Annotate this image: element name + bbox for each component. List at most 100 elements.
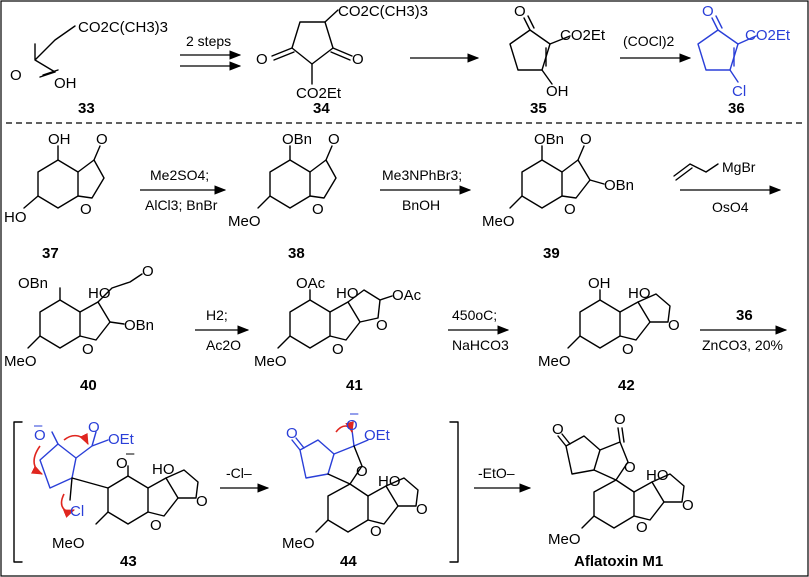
- label-lactone-oxygen: O: [356, 463, 368, 480]
- label-methoxy: MeO: [482, 213, 515, 230]
- label-ring-oxygen: O: [150, 517, 162, 534]
- label-ring-oxygen: O: [564, 201, 576, 218]
- compound-number: 37: [42, 245, 59, 262]
- label-ester: CO2C(CH3)3: [78, 19, 168, 36]
- label-chloro: Cl: [732, 83, 746, 100]
- compound-number: 33: [78, 100, 95, 117]
- label-benzyloxy-acetal: OBn: [124, 317, 154, 334]
- reagent-above: 450oC;: [452, 307, 497, 323]
- compound-number: 44: [340, 553, 357, 570]
- label-lactone-carbonyl: O: [614, 411, 626, 428]
- label-ring-oxygen: O: [82, 341, 94, 358]
- compound-number: 35: [530, 100, 547, 117]
- reaction-arrow-1: 2 steps: [180, 33, 242, 71]
- label-furan-oxygen: O: [196, 493, 208, 510]
- reagent-above: 36: [736, 307, 753, 324]
- label-ethoxy: OEt: [108, 431, 135, 448]
- label-ketone: O: [702, 3, 714, 20]
- bracket-right: [449, 421, 459, 563]
- label-oxygen-right: O: [352, 51, 364, 68]
- label-furan-oxygen: O: [376, 317, 388, 334]
- compound-44: O O OEt O HO MeO O O – 44: [282, 405, 428, 570]
- label-ethoxy: OEt: [364, 427, 391, 444]
- label-furan-oxygen: O: [682, 497, 694, 514]
- reaction-arrow-8: 450oC; NaHCO3: [448, 307, 510, 353]
- reagent-above: (COCl)2: [623, 33, 675, 49]
- label-benzyloxy: OBn: [18, 275, 48, 292]
- reagent-below: ZnCO3, 20%: [702, 337, 783, 353]
- compound-35: O CO2Et OH 35: [509, 3, 606, 117]
- reagent-below: NaHCO3: [452, 337, 509, 353]
- label-hydroxyl-left: HO: [4, 209, 27, 226]
- label-ester: CO2Et: [745, 27, 791, 44]
- label-ring-oxygen: O: [80, 201, 92, 218]
- compound-38: OBn O MeO O 38: [228, 131, 340, 262]
- compound-number: 42: [618, 377, 635, 394]
- reagent-below: BnOH: [402, 197, 440, 213]
- label-hydroxyl: HO: [88, 285, 111, 302]
- compound-number: 38: [288, 245, 305, 262]
- label-hydroxyl-top: OH: [48, 131, 71, 148]
- label-ring-oxygen: O: [332, 341, 344, 358]
- label-oxygen: O: [10, 67, 22, 84]
- label-lactone-oxygen: O: [624, 459, 636, 476]
- label-alkoxide: O: [346, 417, 358, 434]
- reagent-above: Me3NPhBr3;: [382, 167, 462, 183]
- label-methoxy: MeO: [254, 353, 287, 370]
- label-methoxy: MeO: [228, 213, 261, 230]
- label-hydroxyl: HO: [336, 285, 359, 302]
- label-hydroxyl: OH: [546, 83, 569, 100]
- reagent-below: Ac2O: [206, 337, 241, 353]
- reaction-arrow-9: 36 ZnCO3, 20%: [700, 307, 788, 353]
- label-ketone: O: [552, 421, 564, 438]
- label-benzyloxy: OBn: [534, 131, 564, 148]
- label-furan-oxygen: O: [668, 317, 680, 334]
- label-hydroxyl: HO: [646, 467, 669, 484]
- label-phenoxide: O: [116, 455, 128, 472]
- compound-number: 36: [728, 100, 745, 117]
- compound-42: OH HO MeO O O 42: [538, 275, 680, 394]
- compound-34: CO2C(CH3)3 O O CO2Et 34: [256, 3, 428, 117]
- compound-number: 40: [80, 377, 97, 394]
- label-methoxy: MeO: [4, 353, 37, 370]
- label-ketone: O: [580, 131, 592, 148]
- reagent-below: OsO4: [712, 199, 749, 215]
- compound-37: OH O HO O 37: [4, 131, 108, 262]
- compound-41: OAc HO O OAc MeO O 41: [254, 275, 422, 394]
- label-aldehyde-oxygen: O: [142, 263, 154, 280]
- compound-number: 39: [543, 245, 560, 262]
- label-ester-bottom: CO2Et: [296, 85, 342, 102]
- label-ketone: O: [328, 131, 340, 148]
- label-chloro: Cl: [70, 503, 84, 520]
- label-furan-oxygen: O: [416, 501, 428, 518]
- reagent-above: -EtO–: [478, 465, 515, 481]
- compound-number: 34: [313, 100, 330, 117]
- bracket-left: [13, 421, 23, 563]
- label-carbonyl-oxygen: O: [88, 419, 100, 436]
- reagent-below: AlCl3; BnBr: [145, 197, 218, 213]
- reaction-arrow-5: Me3NPhBr3; BnOH: [380, 167, 472, 213]
- label-acetoxy-acetal: OAc: [392, 287, 422, 304]
- label-ring-oxygen: O: [622, 341, 634, 358]
- label-ester: CO2Et: [560, 27, 606, 44]
- label-methoxy: MeO: [282, 535, 315, 552]
- compound-name: Aflatoxin M1: [574, 553, 663, 570]
- reagent-above: Me2SO4;: [150, 167, 209, 183]
- compound-33: CO2C(CH3)3 O OH 33: [10, 19, 168, 117]
- reaction-arrow-11: -EtO–: [474, 465, 532, 493]
- label-hydroxyl: HO: [378, 473, 401, 490]
- compound-36: O CO2Et Cl 36: [697, 3, 791, 117]
- reagent-above: 2 steps: [186, 33, 231, 49]
- label-hydroxyl: HO: [152, 461, 175, 478]
- reagent-above: H2;: [206, 307, 228, 323]
- label-ring-oxygen: O: [370, 523, 382, 540]
- label-benzyloxy-acetal: OBn: [604, 177, 634, 194]
- reaction-arrow-10: -Cl–: [220, 465, 270, 493]
- label-methoxy: MeO: [52, 535, 85, 552]
- label-hydroxyl: OH: [54, 75, 77, 92]
- label-benzyloxy: OBn: [282, 131, 312, 148]
- compound-39: OBn O MeO O OBn 39: [482, 131, 634, 262]
- compound-number: 41: [346, 377, 363, 394]
